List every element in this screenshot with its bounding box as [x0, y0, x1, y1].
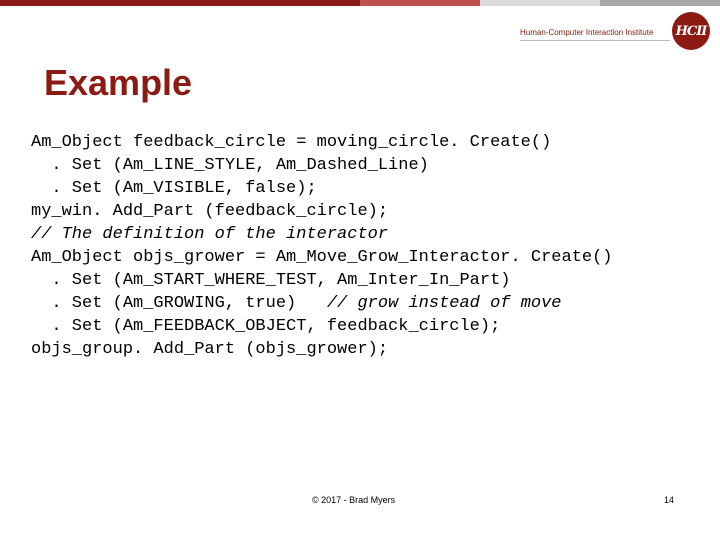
code-text: Am_Object feedback_circle = moving_circl…: [31, 133, 552, 152]
code-text: . Set (Am_FEEDBACK_OBJECT, feedback_circ…: [31, 317, 501, 336]
code-text: . Set (Am_LINE_STYLE, Am_Dashed_Line): [31, 156, 429, 175]
code-line: // The definition of the interactor: [31, 223, 711, 246]
code-line: . Set (Am_GROWING, true) // grow instead…: [31, 292, 711, 315]
slide-title: Example: [44, 62, 193, 103]
top-bar-segment: [360, 0, 480, 6]
logo-text: HCII: [675, 23, 708, 39]
code-text: . Set (Am_GROWING, true): [31, 294, 327, 313]
code-text: my_win. Add_Part (feedback_circle);: [31, 202, 389, 221]
top-color-bar: [0, 0, 720, 6]
code-line: Am_Object objs_grower = Am_Move_Grow_Int…: [31, 246, 711, 269]
code-line: my_win. Add_Part (feedback_circle);: [31, 200, 711, 223]
code-line: objs_group. Add_Part (objs_grower);: [31, 338, 711, 361]
code-text: . Set (Am_START_WHERE_TEST, Am_Inter_In_…: [31, 271, 511, 290]
code-comment: // grow instead of move: [326, 294, 562, 313]
code-block: Am_Object feedback_circle = moving_circl…: [31, 131, 711, 361]
code-line: . Set (Am_START_WHERE_TEST, Am_Inter_In_…: [31, 269, 711, 292]
code-line: . Set (Am_FEEDBACK_OBJECT, feedback_circ…: [31, 315, 711, 338]
code-line: . Set (Am_VISIBLE, false);: [31, 177, 711, 200]
institute-name: Human-Computer Interaction Institute: [520, 28, 654, 37]
top-bar-segment: [600, 0, 720, 6]
code-line: Am_Object feedback_circle = moving_circl…: [31, 131, 711, 154]
code-text: objs_group. Add_Part (objs_grower);: [31, 340, 389, 359]
header-divider: [520, 40, 670, 41]
top-bar-segment: [480, 0, 600, 6]
hcii-logo: HCII: [672, 12, 710, 50]
page-number: 14: [664, 495, 675, 505]
footer-copyright: © 2017 - Brad Myers: [312, 495, 396, 505]
top-bar-segment: [0, 0, 360, 6]
code-comment: // The definition of the interactor: [31, 225, 389, 244]
code-text: Am_Object objs_grower = Am_Move_Grow_Int…: [31, 248, 613, 267]
code-line: . Set (Am_LINE_STYLE, Am_Dashed_Line): [31, 154, 711, 177]
code-text: . Set (Am_VISIBLE, false);: [31, 179, 317, 198]
